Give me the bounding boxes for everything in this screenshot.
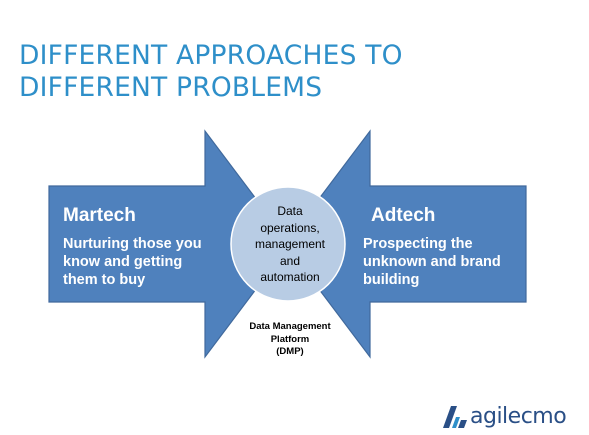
- data-operations-circle: [230, 186, 346, 302]
- center-line: management: [254, 237, 326, 251]
- martech-heading: Martech: [63, 205, 136, 226]
- martech-line: Nurturing those you: [63, 236, 202, 252]
- dmp-label: Data Management Platform (DMP): [232, 321, 348, 359]
- adtech-line: Prospecting the: [363, 236, 473, 252]
- agilecmo-logo-icon: [443, 406, 467, 428]
- title-line-1: DIFFERENT APPROACHES TO: [19, 40, 403, 71]
- martech-line: know and getting: [63, 254, 183, 270]
- dmp-line: Platform: [270, 333, 310, 345]
- center-line: operations,: [260, 220, 320, 235]
- martech-arrow: [48, 129, 291, 359]
- adtech-line: unknown and brand: [363, 254, 501, 270]
- data-operations-label: Data operations, management and automati…: [242, 203, 338, 286]
- adtech-line: building: [363, 272, 420, 288]
- title-line-2: DIFFERENT PROBLEMS: [19, 72, 323, 103]
- dmp-line: Data Management: [249, 321, 331, 332]
- agilecmo-logo-text: agilecmo: [470, 404, 567, 429]
- dmp-line: (DMP): [276, 346, 304, 357]
- adtech-arrow: [284, 129, 527, 359]
- slide-title: DIFFERENT APPROACHES TO DIFFERENT PROBLE…: [19, 40, 489, 104]
- agilecmo-logo: agilecmo: [443, 404, 567, 430]
- center-line: Data: [277, 204, 303, 218]
- center-line: automation: [260, 270, 320, 284]
- center-line: and: [279, 253, 301, 268]
- adtech-description: Prospecting the unknown and brand buildi…: [363, 235, 501, 289]
- adtech-heading: Adtech: [371, 205, 436, 226]
- martech-line: them to buy: [63, 272, 146, 288]
- martech-description: Nurturing those you know and getting the…: [63, 235, 202, 289]
